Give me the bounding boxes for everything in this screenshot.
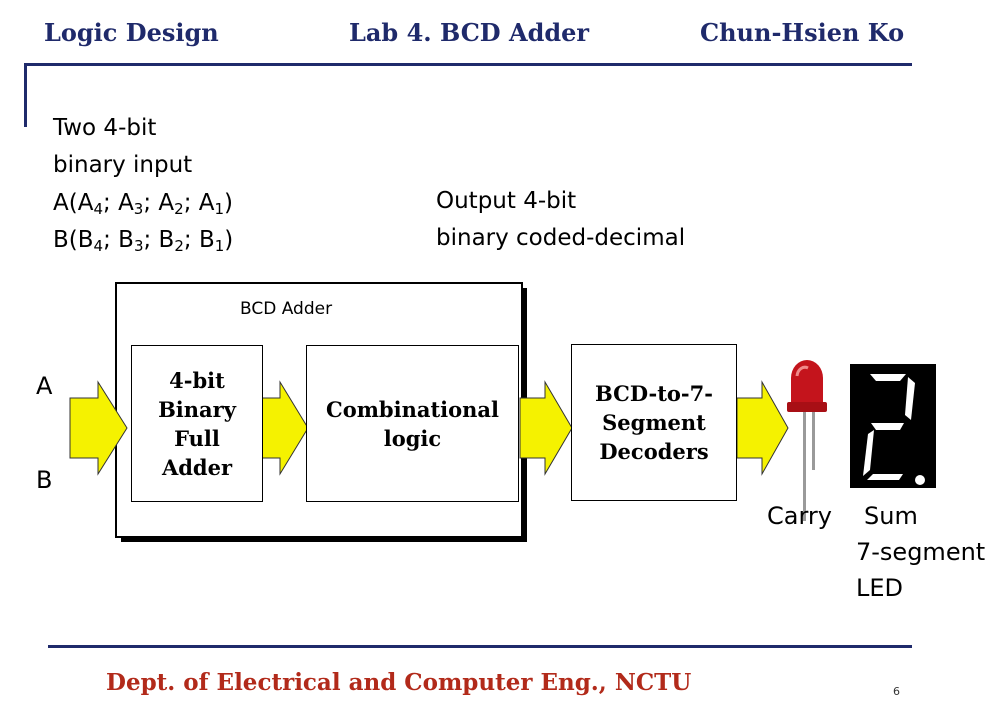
header-lab-title: Lab 4. BCD Adder [349,18,590,47]
input-b-bits: B(B4; B3; B2; B1) [53,227,234,255]
bcd-adder-group-label: BCD Adder [240,299,333,319]
arrow-decoder-to-display [736,380,789,476]
footer-department: Dept. of Electrical and Computer Eng., N… [106,669,692,696]
arrow-adder-to-logic [261,380,309,476]
bcd-decoder-block: BCD-to-7- Segment Decoders [571,344,737,501]
display-label-1: 7-segment [856,538,985,566]
seven-segment-display-icon [850,364,936,488]
output-line-2: binary coded-decimal [436,225,686,251]
carry-label: Carry [767,502,832,530]
output-line-1: Output 4-bit [436,188,577,214]
combinational-logic-block: Combinational logic [306,345,519,502]
full-adder-block: 4-bit Binary Full Adder [131,345,263,502]
page-number: 6 [893,685,900,698]
input-a-label: A [36,372,53,400]
header-course: Logic Design [44,18,219,47]
header-author: Chun-Hsien Ko [700,18,905,47]
display-label-2: LED [856,574,904,602]
header-rule [26,63,912,66]
arrow-logic-to-decoder [519,380,573,476]
footer-rule [48,645,912,648]
inputs-line-2: binary input [53,152,193,178]
carry-led-icon [787,360,827,521]
inputs-line-1: Two 4-bit [53,115,157,141]
input-b-label: B [36,466,53,494]
input-a-bits: A(A4; A3; A2; A1) [53,190,234,218]
sum-label: Sum [864,502,918,530]
arrow-input [69,380,128,476]
header-rule-tick [24,63,27,127]
